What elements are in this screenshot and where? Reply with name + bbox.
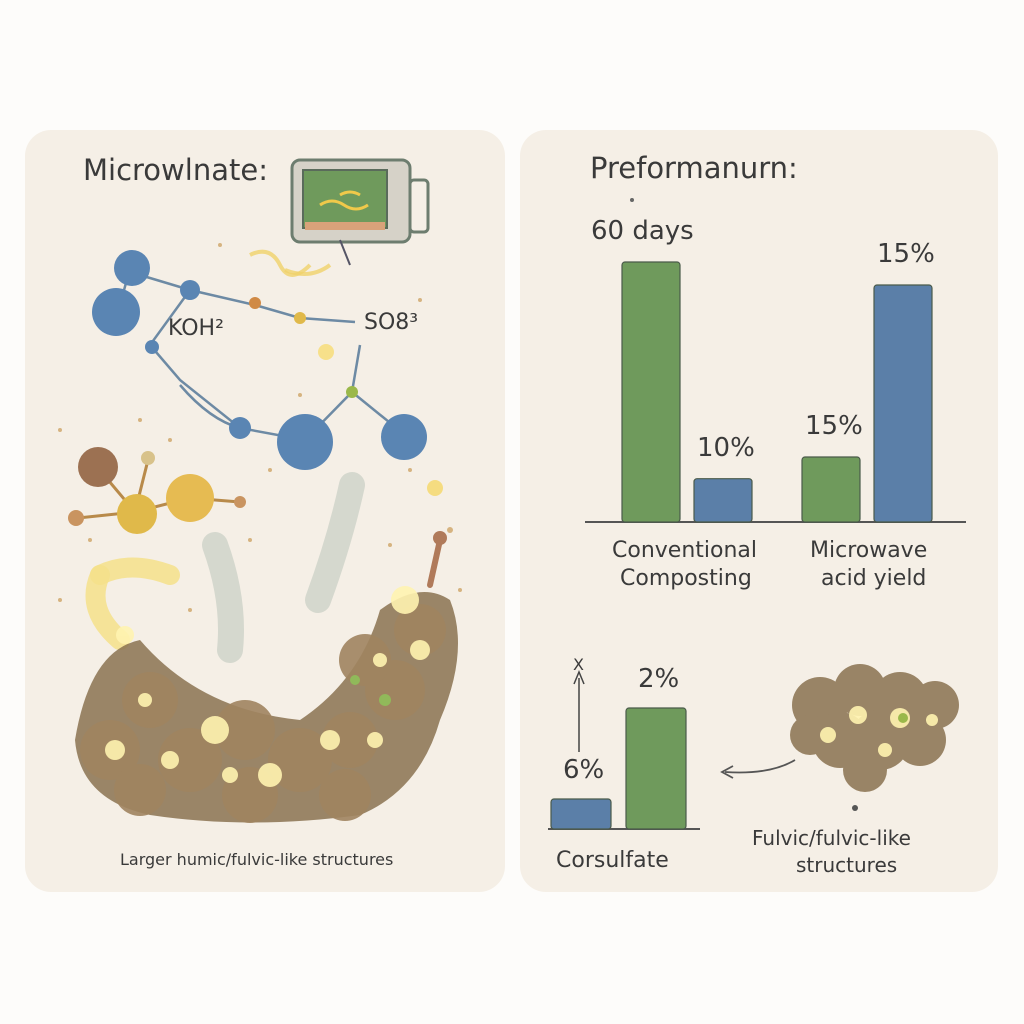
chart1-value-label-1-1: 60 days [591, 216, 694, 246]
molecule-label-so: SO8³ [364, 310, 419, 335]
fulvic-cluster-icon [790, 664, 959, 811]
fulvic-label-line1: Fulvic/fulvic-like [752, 826, 911, 850]
molecule-nodes [92, 250, 443, 496]
right-title: Preformanurn: [590, 151, 798, 185]
chart2-value-label-1: 6% [563, 755, 605, 785]
chart1-value-label-2-1: 15% [805, 411, 863, 441]
left-title: Microwlnate: [83, 153, 268, 187]
chart1-bar-2-2 [873, 284, 933, 523]
gold-molecule [68, 447, 246, 534]
chart1-category-1-line2: Composting [620, 566, 752, 591]
chart1-category-1-line1: Conventional [612, 538, 757, 563]
chart2-bar-1 [550, 798, 612, 830]
chart2-category: Corsulfate [556, 848, 669, 873]
chart1-bar-1-2 [693, 478, 753, 523]
chart1-category-2-line2: acid yield [821, 566, 927, 591]
fulvic-label-line2: structures [796, 853, 898, 877]
chart2-bar-2 [625, 707, 687, 830]
chart1-value-label-1-2: 10% [697, 432, 755, 463]
fulvic-pointer-arrow [724, 759, 796, 774]
chart1-bar-1-1 [621, 261, 681, 523]
chart2-axis-label: X [573, 655, 584, 674]
chart1-value-label-2-2: 15% [877, 239, 935, 269]
chart2-value-label-2: 2% [638, 664, 680, 694]
microwave-icon [290, 158, 430, 244]
chart1-category-2-line1: Microwave [810, 538, 928, 563]
chart1-bar-2-1 [801, 456, 861, 523]
humic-cluster [75, 531, 458, 823]
molecule-label-koh: KOH² [168, 316, 224, 341]
left-caption: Larger humic/fulvic-like structures [120, 850, 394, 869]
